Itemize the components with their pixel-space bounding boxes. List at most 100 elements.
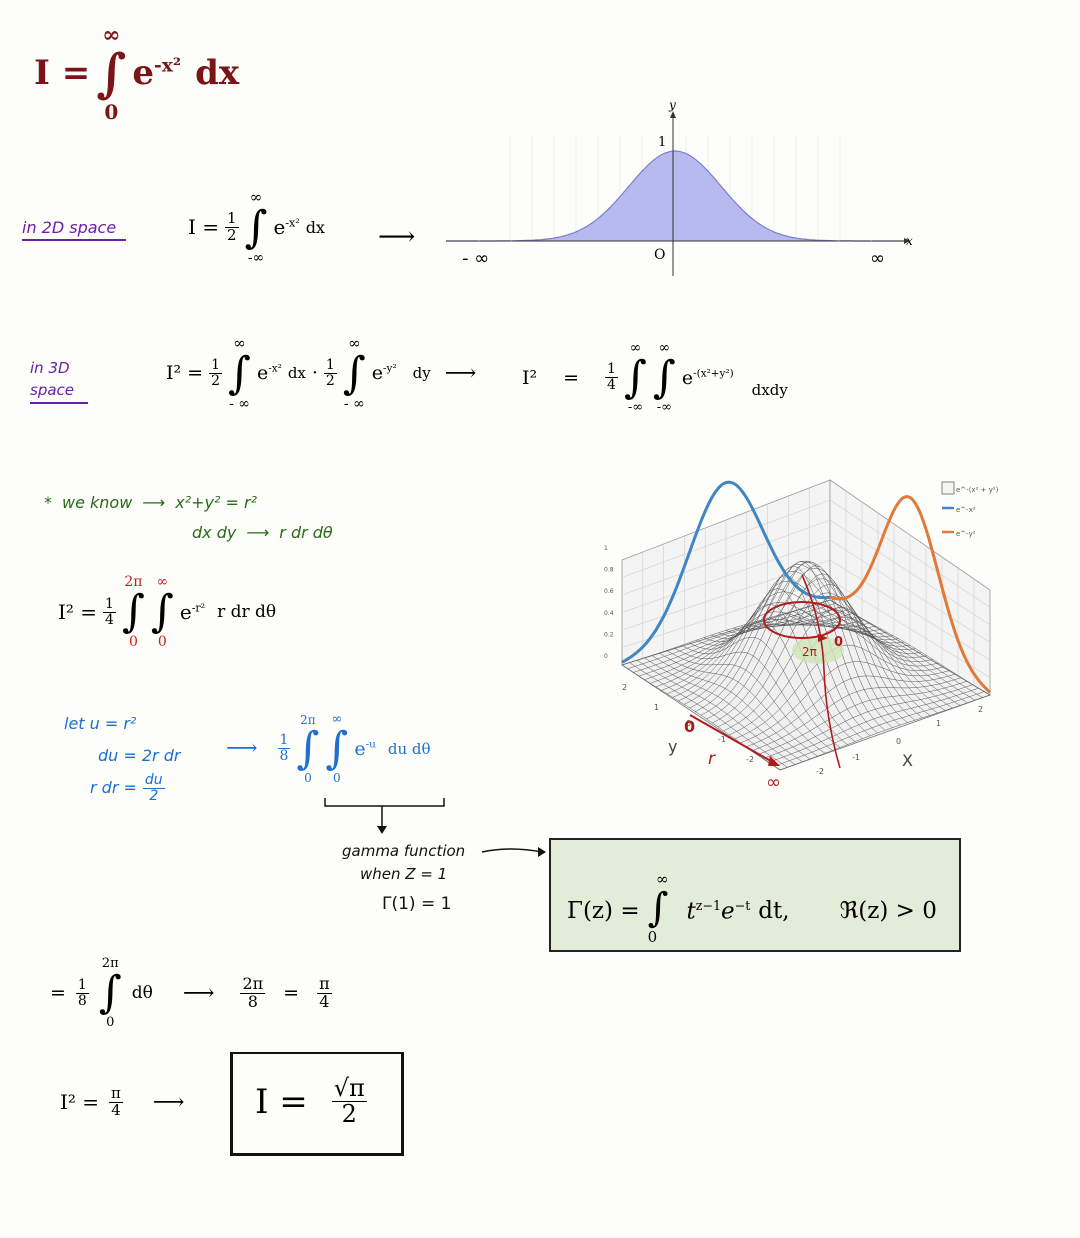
mesh-line — [712, 578, 922, 724]
wall-grid-line — [621, 519, 831, 596]
polar-note-we-know: we know — [62, 493, 133, 512]
z-tick-label: 0.4 — [604, 610, 614, 617]
sub-line-1: let u = r² — [64, 714, 137, 733]
data-point — [641, 170, 644, 172]
mesh-line — [800, 608, 961, 706]
wall-grid-line — [829, 499, 991, 608]
integral-sign-icon: ∫ — [342, 348, 366, 399]
annotation-pos-infinity: ∞ — [870, 248, 885, 269]
r-arrow-head-icon — [768, 756, 780, 766]
legend: e^-(x² + y²) e^-x² e^-y² — [941, 481, 999, 538]
final-step-2-lhs: I² = — [60, 1090, 100, 1115]
gamma-function-box: Γ(z) = ∞ ∫ 0 tz−1e−t dt, ℜ(z) > 0 — [549, 838, 961, 952]
mesh-line — [829, 599, 991, 696]
mesh-line — [748, 573, 908, 723]
gamma-arrow-icon — [481, 847, 546, 857]
integral-sign-icon: ∫ — [96, 43, 127, 104]
eq3d-lhs: I² = — [166, 362, 204, 384]
mesh-line — [751, 677, 962, 752]
mesh-line — [779, 694, 991, 771]
r-arrow — [689, 714, 777, 765]
eq3d2-integral-1: ∞ ∫ -∞ — [623, 340, 647, 415]
eq3d-integral-y: ∞ ∫ - ∞ — [342, 334, 366, 412]
polar-note-arrow-1: ⟶ — [142, 493, 166, 512]
annotation-r: r — [708, 749, 716, 769]
title-integral: ∞ ∫ 0 — [96, 22, 126, 124]
polar-note-rdrdtheta: r dr dθ — [279, 523, 333, 543]
legend-label-surface: e^-(x² + y²) — [956, 486, 999, 494]
wall-grid-line — [621, 579, 831, 648]
sub-line-3-lhs: r dr = — [90, 778, 137, 797]
gaussian-chart: x y 1 O - ∞ ∞ — [446, 98, 913, 276]
title-lhs: I = — [34, 53, 91, 93]
arrow-2d: ⟶ — [378, 222, 416, 252]
tick-x-neg1: -1 — [852, 753, 860, 762]
wall-grid-line — [621, 499, 831, 578]
tick-x-1: 1 — [936, 719, 941, 728]
mesh-line — [757, 680, 968, 755]
polar-note-arrow-2: ⟶ — [246, 523, 270, 543]
sub-integral-theta: 2π ∫ 0 — [296, 712, 320, 785]
eq3d-dot: · — [311, 362, 318, 384]
theta-circle — [763, 601, 841, 639]
data-point — [805, 238, 807, 241]
mesh-line — [814, 604, 976, 701]
final-arrow-1: ⟶ — [182, 980, 215, 1006]
origin-label: O — [654, 247, 665, 263]
x-axis-arrow-icon — [904, 238, 910, 244]
integral-sign-icon: ∫ — [623, 352, 647, 403]
final-arrow-2: ⟶ — [152, 1089, 185, 1115]
sub-arrow: ⟶ — [226, 736, 258, 761]
mesh-line — [723, 609, 933, 732]
projection-curve-y — [829, 495, 992, 694]
gamma-integrand: tz−1e−t — [686, 897, 751, 925]
data-point — [674, 150, 676, 152]
mesh-line — [729, 626, 939, 736]
gamma-note: gamma function when Z = 1 Γ(1) = 1 — [342, 840, 465, 917]
integral-sign-icon: ∫ — [325, 723, 349, 774]
x-axis-label: x — [906, 234, 913, 248]
mesh-line — [621, 599, 831, 666]
polar-lhs: I² = — [58, 600, 98, 624]
mesh-line — [807, 606, 968, 704]
integral-sign-icon: ∫ — [121, 586, 145, 637]
eq2d-integrand: e-x² — [273, 215, 300, 239]
data-point — [739, 207, 742, 209]
data-point — [543, 238, 545, 241]
wall-grid-line — [829, 559, 991, 661]
mesh-line — [822, 602, 983, 698]
gamma-condition: ℜ(z) > 0 — [839, 898, 937, 924]
data-point — [510, 240, 513, 242]
polar-note: * we know ⟶ x²+y² = r² dx dy ⟶ r dr dθ — [44, 488, 333, 549]
tick-y-neg2: -2 — [746, 755, 754, 764]
title-upper-limit: ∞ — [102, 22, 121, 48]
title-integrand: e-x² — [132, 53, 182, 93]
y-axis-arrow-icon — [670, 111, 676, 118]
title-lower-limit: 0 — [104, 100, 119, 124]
y-tick-label-1: 1 — [658, 135, 666, 150]
underbrace-bracket — [324, 798, 445, 834]
tick-y-1: 1 — [654, 703, 659, 712]
final-step-1-eq: = — [50, 982, 66, 1004]
eq2d-lhs: I = — [188, 215, 220, 239]
eq3d2-dxdy: dxdy — [751, 380, 788, 399]
z-tick-label: 0.6 — [604, 588, 614, 595]
sub-line-2: du = 2r dr — [98, 746, 181, 765]
surface-plot-3d: 10.80.60.40.20 y X 2 1 0 -1 -2 -2 -1 0 1… — [604, 479, 999, 793]
eq3d-integrand-y: e-y² — [371, 362, 397, 384]
wall-grid-line — [621, 539, 831, 613]
surface-peak-highlight — [792, 636, 844, 664]
z-tick-label: 0.8 — [604, 567, 614, 574]
final-eq: = — [283, 982, 300, 1004]
tick-x-neg2: -2 — [816, 767, 824, 776]
